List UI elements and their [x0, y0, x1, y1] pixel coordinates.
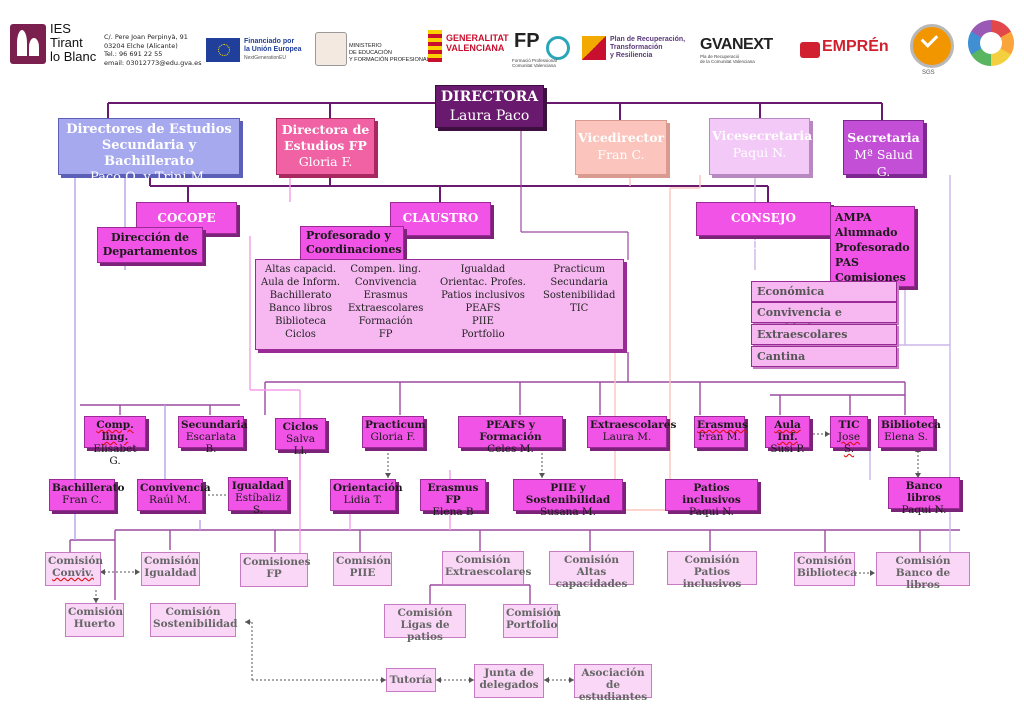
dir-fp-name: Gloria F. — [298, 154, 353, 169]
generalitat-text: GENERALITAT VALENCIANA — [446, 33, 509, 53]
sgs-text: SGS — [922, 70, 935, 76]
fp-subtext: Formació Professional Comunitat Valencia… — [512, 58, 557, 68]
dir-fp-title-1: Directora de — [281, 122, 370, 137]
school-address: C/. Pere Joan Perpinyà, 91 03204 Elche (… — [104, 33, 202, 67]
circular-logo-center — [980, 32, 1002, 54]
sgs-badge-icon — [910, 24, 954, 68]
eu-flag-icon — [206, 38, 240, 62]
coordinaciones-col-1: Altas capacid.Aula de Inform.Bachillerat… — [261, 264, 341, 340]
vicesecretaria-name: Paqui N. — [732, 145, 787, 160]
ministry-text: MINISTERIO DE EDUCACIÓN Y FORMACIÓN PROF… — [349, 43, 430, 63]
eu-funding-text: Financiado por la Unión Europea — [244, 38, 302, 53]
consejo-item-extraescolares: Extraescolares — [751, 324, 897, 345]
coord-aula-inf: Aula Inf.Susi P. — [765, 416, 810, 455]
fp-circle-icon — [546, 36, 570, 60]
secretaria-title: Secretaria — [847, 130, 920, 145]
consejo-item-cantina: Cantina — [751, 346, 897, 367]
generalitat-icon — [428, 30, 442, 62]
dir-estudios-title-1: Directores de Estudios — [66, 122, 232, 137]
prtr-icon — [582, 36, 606, 60]
vicedirector-title: Vicedirector — [578, 130, 665, 145]
vicesecretaria-box: Vicesecretaria Paqui N. — [709, 118, 813, 175]
coord-comp-ling: Comp. ling.Elisabet G. — [84, 416, 146, 467]
fp-logo: FP — [514, 30, 540, 52]
directora-title: DIRECTORA — [440, 89, 539, 105]
dir-estudios-name: Paco Q. y Trini M. — [89, 170, 209, 185]
secretaria-name: Mª Salud G. — [854, 147, 913, 179]
dir-fp-box: Directora de Estudios FP Gloria F. — [276, 118, 375, 175]
tutoria-box: Tutoría — [386, 668, 436, 692]
gvanext-logo: GVANEXT — [700, 36, 773, 53]
school-name: IES Tirant lo Blanc — [50, 21, 97, 64]
claustro-box: CLAUSTRO — [390, 202, 491, 236]
ampa-box: AMPA Alumnado Profesorado PAS Comisiones — [830, 206, 915, 287]
directora-box: DIRECTORA Laura Paco — [435, 85, 544, 128]
consejo-item-convivencia: Convivencia e Igualdad — [751, 302, 897, 335]
vicedirector-name: Fran C. — [597, 147, 645, 162]
consejo-item-economica: Económica — [751, 281, 897, 302]
prtr-text: Plan de Recuperación, Transformación y R… — [610, 36, 686, 59]
consejo-escolar-box: CONSEJO ESCOLAR — [696, 202, 831, 252]
secretaria-box: Secretaria Mª Salud G. — [843, 120, 924, 179]
profesorado-box: Profesorado y Coordinaciones — [300, 226, 404, 260]
eu-subtext: NextGenerationEU — [244, 55, 286, 61]
empren-logo: EMPRÉn — [822, 38, 889, 55]
coordinaciones-list-box: Altas capacid.Aula de Inform.Bachillerat… — [255, 259, 624, 350]
ministry-crest-icon — [315, 32, 347, 66]
gvanext-subtext: Pla de Recuperació de la Comunitat Valen… — [700, 54, 755, 64]
direccion-departamentos-box: Dirección de Departamentos — [97, 227, 203, 263]
dir-estudios-box: Directores de Estudios Secundaria y Bach… — [58, 118, 240, 185]
dir-fp-title-2: Estudios FP — [284, 138, 367, 153]
empren-icon — [800, 42, 820, 58]
directora-name: Laura Paco — [449, 108, 530, 124]
vicedirector-box: Vicedirector Fran C. — [575, 120, 667, 175]
vicesecretaria-title: Vicesecretaria — [712, 128, 813, 143]
dir-estudios-title-2: Secundaria y Bachillerato — [101, 138, 197, 169]
